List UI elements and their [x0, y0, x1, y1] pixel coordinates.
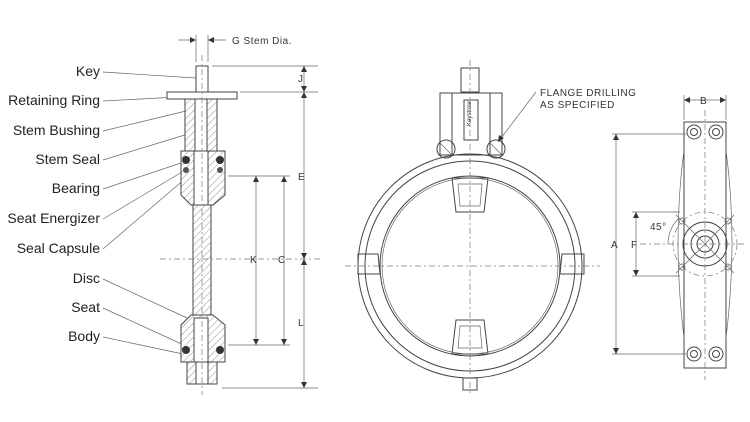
stem-dia-label: G Stem Dia. [232, 36, 292, 47]
svg-text:Keystone: Keystone [467, 100, 473, 126]
label-seat-energizer: Seat Energizer [7, 210, 100, 226]
stem-dia-dimension [178, 35, 226, 62]
dim-c-label: C [278, 255, 286, 266]
dim-k-label: K [250, 255, 257, 266]
dim-f-label: F [631, 240, 638, 251]
label-stem-seal: Stem Seal [35, 151, 100, 167]
label-retaining-ring: Retaining Ring [8, 92, 100, 108]
end-view [612, 95, 745, 380]
label-bearing: Bearing [51, 180, 100, 196]
dim-b-label: B [700, 96, 707, 107]
angle-45-label: 45° [650, 222, 667, 233]
label-seal-capsule: Seal Capsule [16, 240, 100, 256]
label-body: Body [68, 328, 100, 344]
flange-note-line1: FLANGE DRILLING [540, 88, 636, 99]
flange-note-line2: AS SPECIFIED [540, 100, 615, 111]
front-view: Keystone [345, 60, 600, 395]
label-key: Key [75, 63, 100, 79]
dim-e-label: E [298, 172, 305, 183]
label-stem-bushing: Stem Bushing [12, 122, 100, 138]
side-section-view: G Stem Dia. J E L K [102, 35, 320, 395]
label-seat: Seat [71, 299, 100, 315]
dim-l-label: L [298, 318, 304, 329]
label-disc: Disc [72, 270, 100, 286]
leader-lines [102, 71, 197, 355]
dim-a-label: A [611, 240, 618, 251]
dim-j-label: J [298, 74, 304, 85]
